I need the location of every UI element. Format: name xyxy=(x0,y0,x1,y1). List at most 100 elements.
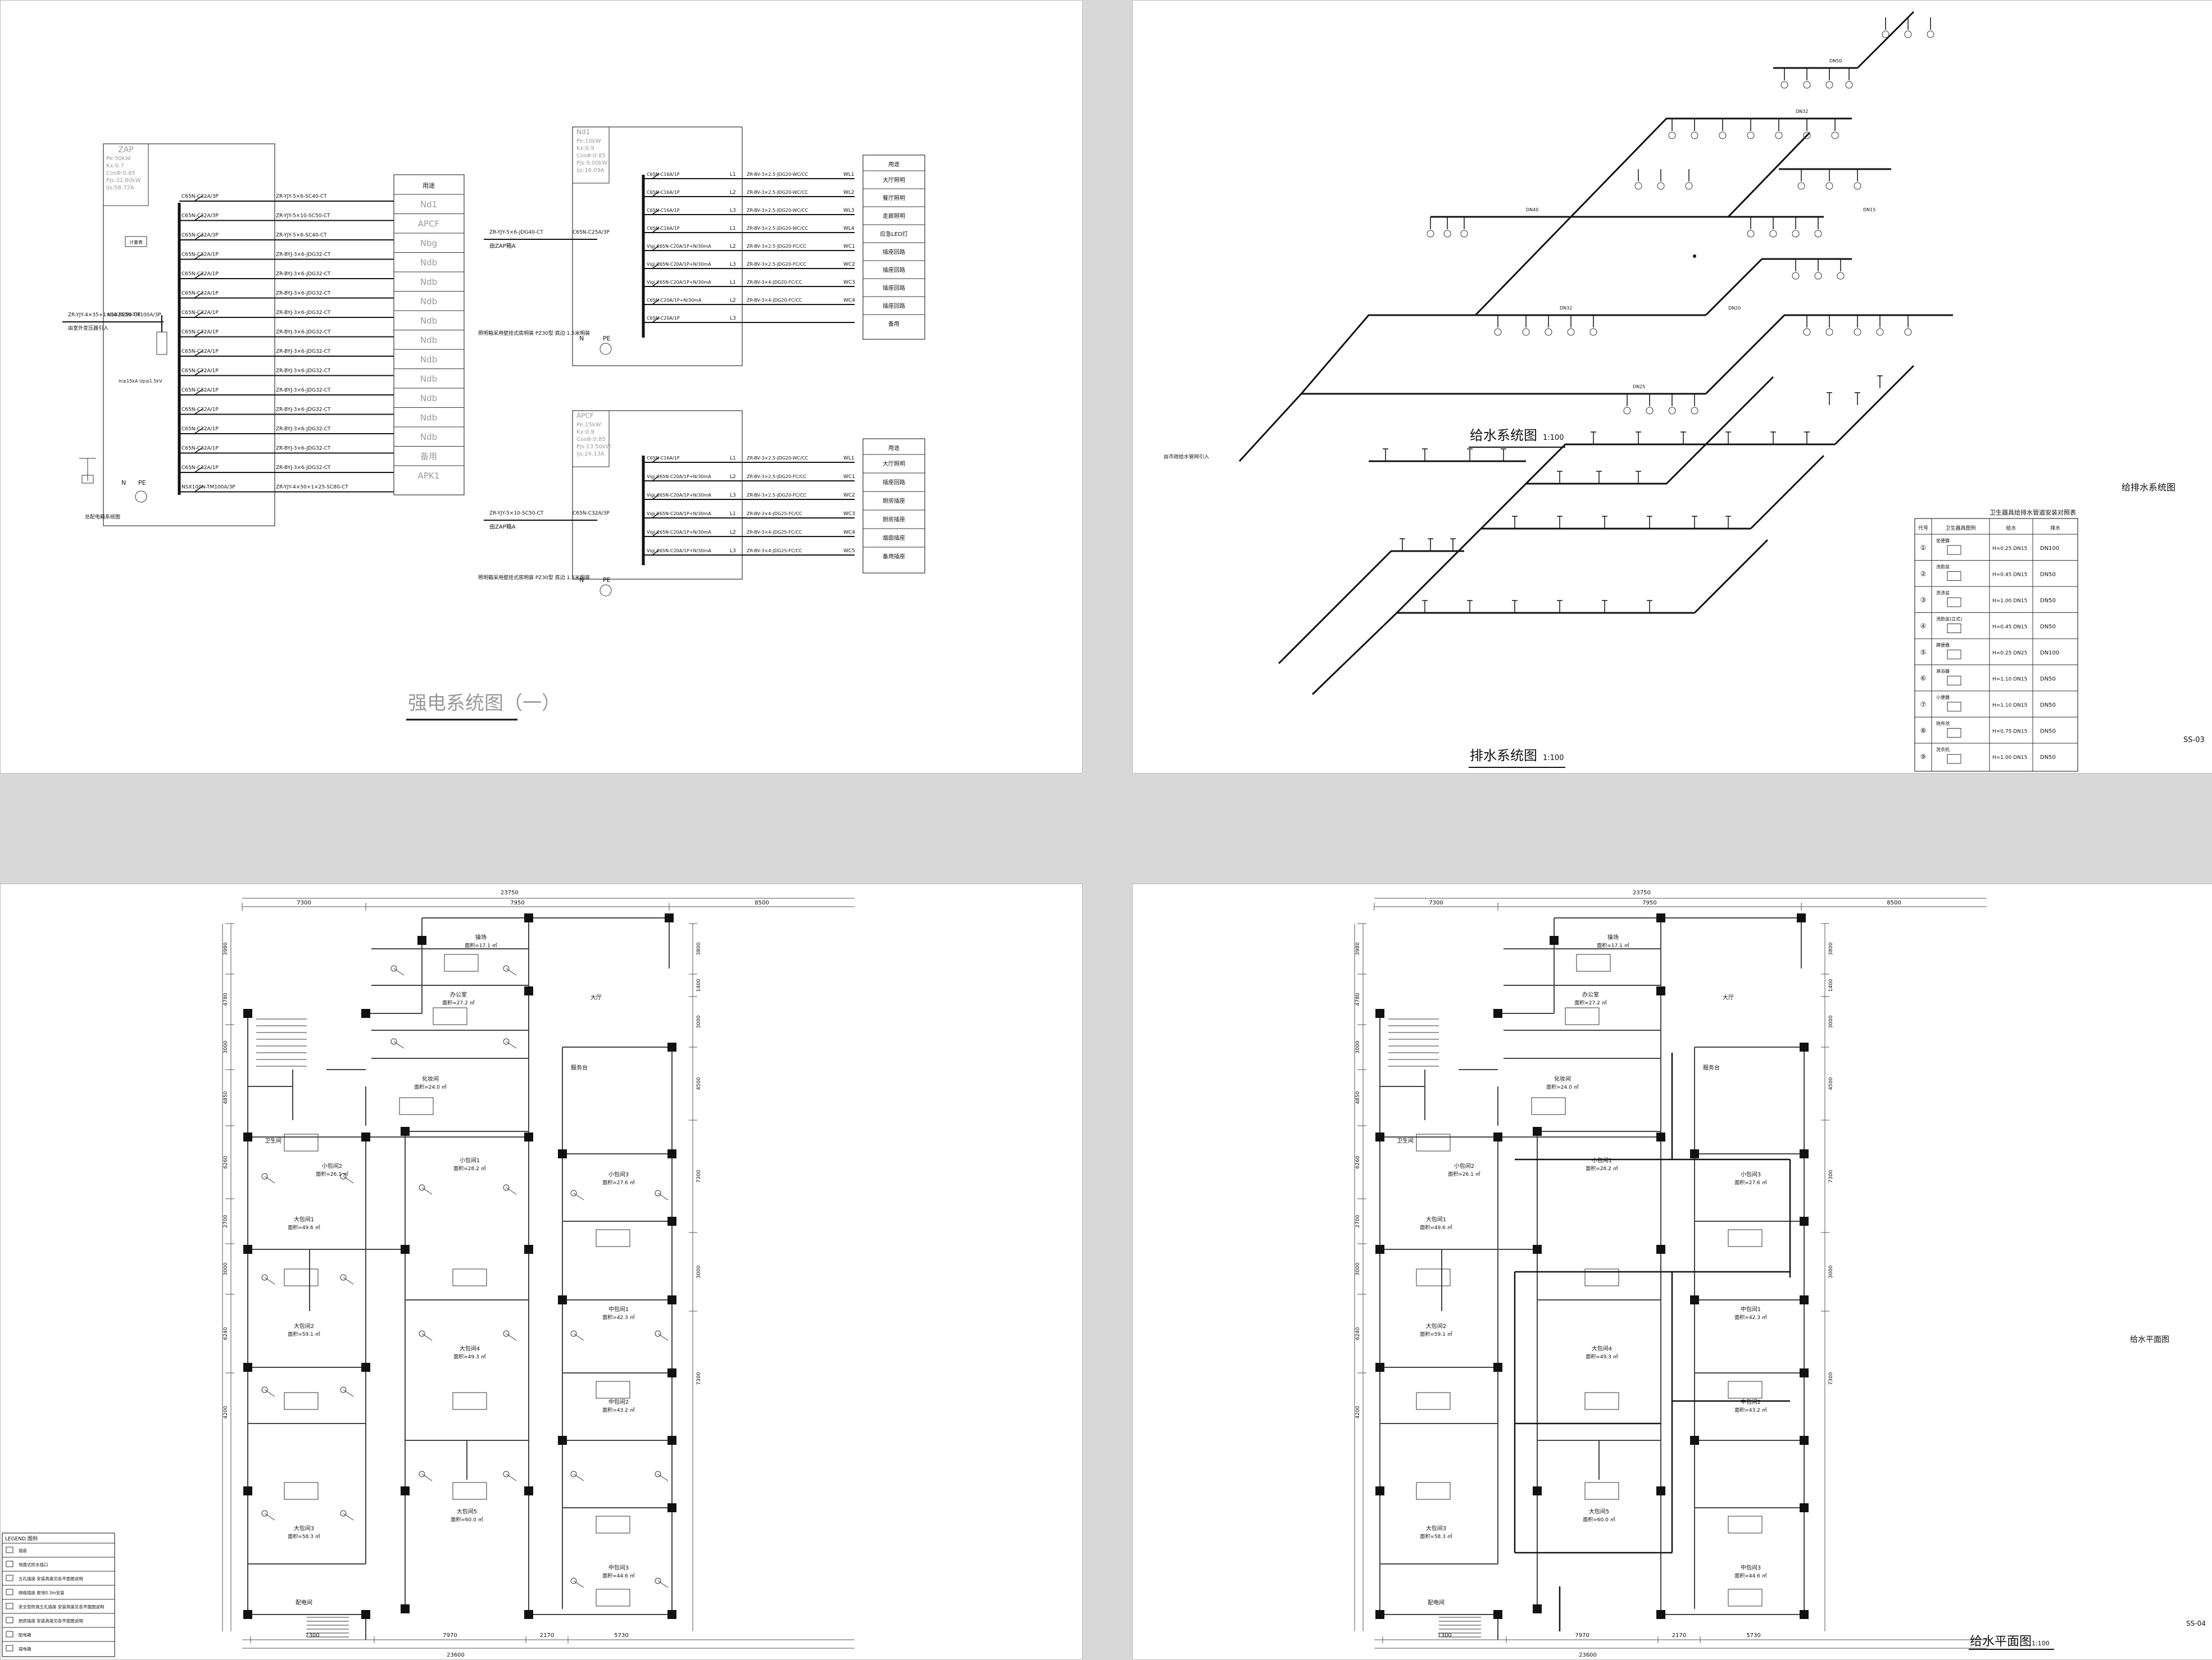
main-use-label: APK1 xyxy=(418,471,440,481)
fixture-marker xyxy=(1825,182,1833,190)
fixture-marker xyxy=(1567,328,1575,336)
pipe-label: DN50 xyxy=(1829,58,1842,63)
supply-plan-title: 给水平面图 xyxy=(1970,1635,2032,1649)
column xyxy=(401,1245,410,1254)
supply-plan-scale: 1:100 xyxy=(2032,1640,2050,1647)
column xyxy=(243,1610,252,1619)
room-name: 小包间2 xyxy=(1454,1162,1474,1170)
sub-phase: L1 xyxy=(730,172,736,178)
legend-code: ② xyxy=(1920,570,1927,578)
left-dim: 6240 xyxy=(1355,1327,1361,1340)
sub-breaker: C65N-C16A/1P xyxy=(647,190,680,195)
column xyxy=(667,1149,676,1158)
sub-breaker: C65N-C16A/1P xyxy=(647,456,680,461)
main-breaker: C65N-C32A/1P xyxy=(181,369,219,374)
legend-code: ⑤ xyxy=(1920,648,1927,656)
sub-circuit: WL1 xyxy=(843,456,855,461)
legend-item: 五孔插座 安装高度见各平面图说明 xyxy=(19,1576,83,1581)
fixture-marker xyxy=(1792,272,1800,280)
column xyxy=(524,1610,533,1619)
legend-code: ① xyxy=(1920,544,1927,552)
legend-header: 卫生器具图例 xyxy=(1945,525,1975,531)
sub-phase: L1 xyxy=(730,511,736,517)
supply-scale: 1:100 xyxy=(1543,434,1564,442)
left-dim: 2700 xyxy=(223,1215,229,1227)
legend-fixture: 洗脸盆(立式) xyxy=(1936,616,1962,622)
meter-label: 计量表 xyxy=(129,239,143,245)
spd-note: In≥15kA Up≤1.5kV xyxy=(119,379,162,384)
fixture-marker xyxy=(1904,30,1912,38)
sub-param: CosΦ:0.85 xyxy=(576,436,606,443)
sub-panel-2-name: APCF xyxy=(576,412,594,420)
legend-supply: H=1.10 DN15 xyxy=(1992,677,2027,683)
left-dim: 6260 xyxy=(223,1156,229,1168)
room-area: 面积=28.2 ㎡ xyxy=(453,1165,485,1172)
spd-symbol xyxy=(156,331,167,355)
room-area: 面积=27.2 ㎡ xyxy=(1574,999,1606,1006)
sub-cable: ZR-BV-3×2.5-JDG20-WC/CC xyxy=(747,226,809,231)
room-name: 配电间 xyxy=(296,1599,312,1606)
fixture-marker xyxy=(1803,131,1811,139)
legend-item: 地面式防水插口 xyxy=(19,1562,48,1567)
top-dim: 7950 xyxy=(1642,900,1656,906)
column xyxy=(1375,1245,1384,1254)
legend-drain: DN100 xyxy=(2040,545,2059,552)
fixture-marker xyxy=(1657,182,1665,190)
legend-fixture: 洗脸盆 xyxy=(1936,564,1950,570)
sub-phase: L1 xyxy=(730,280,736,285)
right-dim: 4500 xyxy=(1828,1077,1834,1090)
room-name: 小包间3 xyxy=(608,1171,629,1178)
main-cable: ZR-YJY-4×50+1×25-SC80-CT xyxy=(276,485,348,490)
sub-circuit: WL4 xyxy=(843,226,855,231)
fixture-marker xyxy=(1685,182,1693,190)
fixture-marker xyxy=(1803,328,1811,336)
sub-phase: L3 xyxy=(730,548,736,554)
column xyxy=(1656,1610,1665,1619)
sub-cable: ZR-BV-3×2.5-JDG20-WC/CC xyxy=(747,208,809,213)
room-name: 卫生间 xyxy=(265,1137,281,1144)
legend-drain: DN50 xyxy=(2040,676,2056,683)
left-dim: 6260 xyxy=(1355,1156,1361,1168)
room-name: 大包间3 xyxy=(1426,1525,1446,1532)
column xyxy=(667,1610,676,1619)
legend-title: LEGEND 图例 xyxy=(5,1535,38,1542)
main-param: CosΦ:0.85 xyxy=(106,170,135,176)
column xyxy=(1533,1604,1542,1613)
sub-circuit: WC4 xyxy=(843,298,855,303)
sub-param: Pe:15kW xyxy=(576,422,601,428)
drain-title: 排水系统图 xyxy=(1470,748,1537,763)
room-name: 办公室 xyxy=(450,991,467,998)
sub-use-label: 餐厅照明 xyxy=(883,194,905,202)
column xyxy=(1690,1436,1699,1445)
legend-code: ⑦ xyxy=(1920,701,1927,708)
main-use-label: Ndb xyxy=(420,277,437,287)
pipe-label: DN32 xyxy=(1560,306,1572,311)
legend-supply: H=0.45 DN15 xyxy=(1992,625,2027,630)
sub-use-label: 插座回路 xyxy=(883,266,905,274)
fixture-marker xyxy=(1797,182,1805,190)
column xyxy=(1656,1486,1665,1495)
room-name: 大包间4 xyxy=(1592,1345,1612,1352)
sub-cable: ZR-BV-3×4-JDG25-FC/CC xyxy=(747,548,802,553)
room-name: 大包间1 xyxy=(294,1216,314,1223)
left-dim: 4200 xyxy=(1355,1406,1361,1418)
sub-phase: L2 xyxy=(730,244,736,249)
main-use-label: Ndb xyxy=(420,258,437,268)
main-param: Ijs:58.72A xyxy=(106,185,134,191)
supply-title: 给水系统图 xyxy=(1470,427,1537,443)
overall-dim: 23750 xyxy=(501,890,519,896)
legend-item: 配电箱 xyxy=(19,1632,31,1638)
room-name: 大包间5 xyxy=(1589,1508,1609,1515)
legend-item: 弱电箱 xyxy=(19,1646,31,1652)
pipe-label: DN25 xyxy=(1633,384,1645,389)
left-dim: 3980 xyxy=(223,942,229,955)
column xyxy=(524,1133,533,1141)
legend-fixture: 坐便器 xyxy=(1936,538,1950,543)
sub-use-label: 插座回路 xyxy=(883,248,905,256)
column xyxy=(1690,1149,1699,1158)
main-breaker: C65N-C32A/3P xyxy=(181,233,219,238)
earth-symbol xyxy=(135,490,147,503)
main-breaker: C65N-C32A/1P xyxy=(181,407,219,413)
